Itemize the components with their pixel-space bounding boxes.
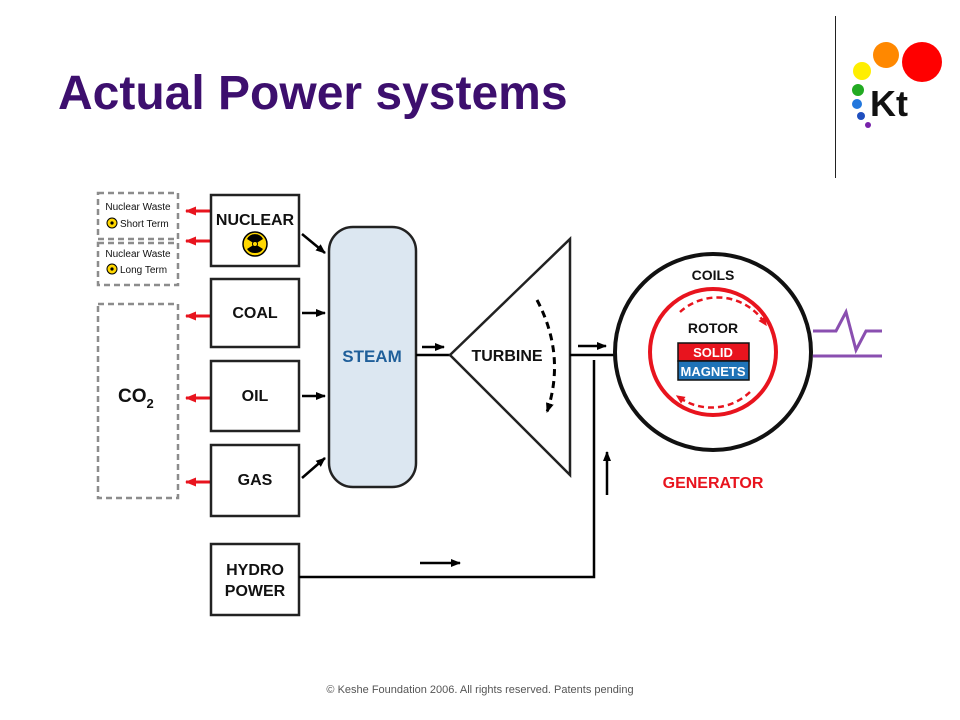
steam-label: STEAM xyxy=(342,347,402,366)
rotor-label: ROTOR xyxy=(688,320,738,336)
source-gas-label: GAS xyxy=(238,472,273,489)
waste-long-line2: Long Term xyxy=(120,265,167,276)
co2-box xyxy=(96,302,180,500)
hydro-label-line2: POWER xyxy=(225,583,286,600)
flow-arrow xyxy=(301,233,326,254)
logo-text: Kt xyxy=(870,83,908,124)
source-hydro-box xyxy=(209,542,301,617)
turbine-label: TURBINE xyxy=(471,348,542,365)
coils-label: COILS xyxy=(692,267,735,283)
source-coal-label: COAL xyxy=(232,305,278,322)
kt-logo: Kt xyxy=(852,42,942,128)
hydro-line xyxy=(299,360,596,579)
rotor-rotation-arrow xyxy=(679,296,767,327)
steam-tank xyxy=(327,225,418,489)
flow-arrow xyxy=(301,457,326,479)
turbine-rotation-arrow xyxy=(535,299,556,413)
waste-short-box xyxy=(96,191,180,241)
source-oil-box xyxy=(209,359,301,433)
generator-label: GENERATOR xyxy=(663,475,764,492)
waste-long-line1: Nuclear Waste xyxy=(105,249,171,260)
source-gas-box xyxy=(209,443,301,518)
turbine-shape xyxy=(448,236,572,479)
co2-label: CO2 xyxy=(118,386,154,411)
copyright-footer: © Keshe Foundation 2006. All rights rese… xyxy=(326,684,634,696)
radiation-icon xyxy=(242,231,268,257)
waste-short-line2: Short Term xyxy=(120,219,169,230)
magnets-label: MAGNETS xyxy=(681,364,746,379)
waste-short-line1: Nuclear Waste xyxy=(105,202,171,213)
source-coal-box xyxy=(209,277,301,349)
waste-long-box xyxy=(96,241,180,287)
magnets-bar xyxy=(677,360,750,381)
source-nuclear-label: NUCLEAR xyxy=(216,212,295,229)
output-signal xyxy=(813,307,882,355)
source-oil-label: OIL xyxy=(242,388,269,405)
divider-line xyxy=(835,16,836,178)
hydro-label-line1: HYDRO xyxy=(226,562,284,579)
solid-label: SOLID xyxy=(693,345,733,360)
page-title: Actual Power systems xyxy=(58,67,568,120)
